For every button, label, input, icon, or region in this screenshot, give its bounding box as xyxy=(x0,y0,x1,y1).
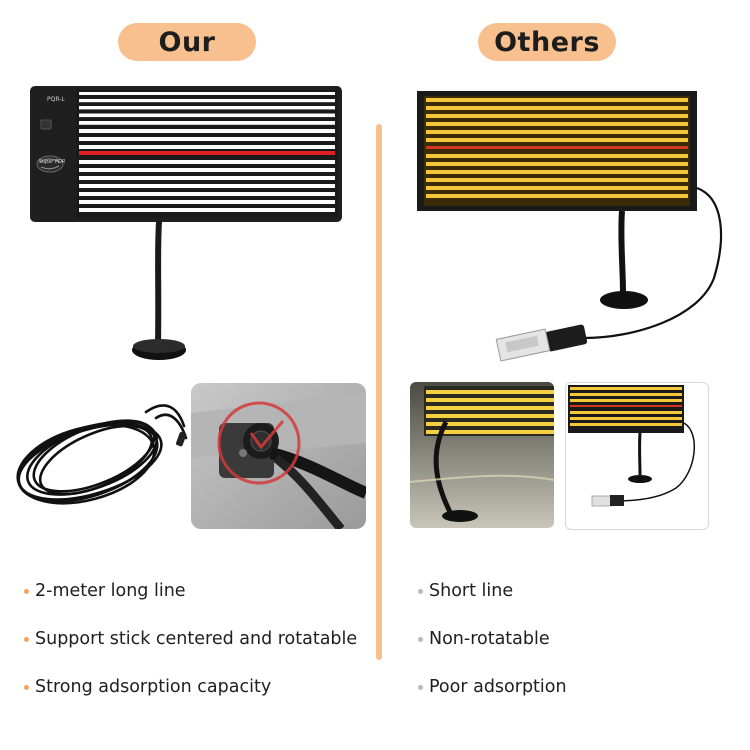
bullet-dot xyxy=(24,637,29,642)
our-header: Our xyxy=(118,23,256,61)
bullet-dot xyxy=(24,589,29,594)
product-model-label: PQR-L xyxy=(47,96,65,103)
others-header: Others xyxy=(478,23,616,61)
connector-closeup-photo xyxy=(191,383,366,529)
others-photo-in-use xyxy=(410,382,554,528)
our-features-list: 2-meter long line Support stick centered… xyxy=(24,578,357,722)
bullet-dot xyxy=(418,685,423,690)
others-light-board xyxy=(417,91,723,362)
bullet-dot xyxy=(24,685,29,690)
our-feature-item: Strong adsorption capacity xyxy=(24,674,357,722)
center-divider xyxy=(376,124,382,660)
our-light-board xyxy=(30,86,342,360)
coiled-cable xyxy=(16,404,188,505)
others-feature-item: Non-rotatable xyxy=(418,626,567,674)
others-feature-item: Poor adsorption xyxy=(418,674,567,722)
brand-logo: Super PDR xyxy=(38,159,66,165)
others-features-list: Short line Non-rotatable Poor adsorption xyxy=(418,578,567,722)
our-feature-item: 2-meter long line xyxy=(24,578,357,626)
bullet-dot xyxy=(418,589,423,594)
others-feature-item: Short line xyxy=(418,578,567,626)
our-feature-item: Support stick centered and rotatable xyxy=(24,626,357,674)
others-product-photo xyxy=(565,382,709,530)
bullet-dot xyxy=(418,637,423,642)
